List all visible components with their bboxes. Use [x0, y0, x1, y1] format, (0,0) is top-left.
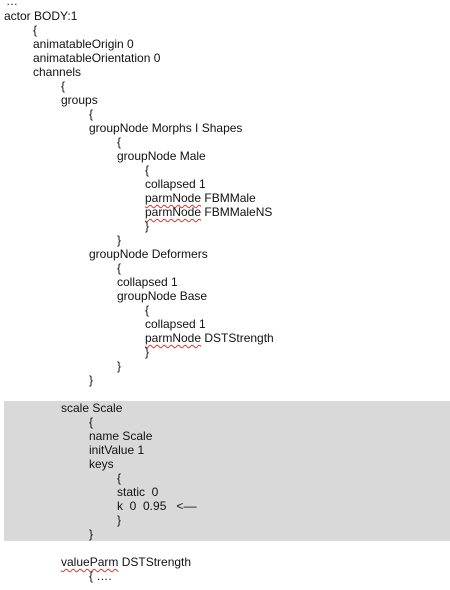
line-text: }: [145, 345, 150, 359]
line-text: name Scale: [89, 429, 153, 443]
line-text: {: [33, 23, 38, 37]
spell-flagged-word: parmNode: [145, 205, 202, 219]
line-text: collapsed 1: [117, 275, 178, 289]
code-line: groups: [61, 93, 98, 107]
code-line: animatableOrientation 0: [33, 51, 160, 65]
line-text: collapsed 1: [145, 177, 206, 191]
code-line: parmNode DSTStrength: [145, 331, 274, 345]
line-text: }: [117, 233, 122, 247]
code-line: static 0: [117, 485, 158, 499]
line-text: {: [61, 79, 66, 93]
code-line: { ….: [89, 569, 112, 583]
code-line: collapsed 1: [145, 177, 206, 191]
spell-flagged-word: parmNode: [145, 331, 202, 345]
code-line: initValue 1: [89, 443, 144, 457]
code-line: scale Scale: [61, 401, 122, 415]
line-text: {: [145, 163, 150, 177]
line-text: …: [6, 0, 18, 8]
spell-flagged-word: parmNode: [145, 191, 202, 205]
line-text: {: [89, 415, 94, 429]
code-line: {: [145, 303, 149, 317]
code-line: name Scale: [89, 429, 152, 443]
line-text: groupNode Morphs I Shapes: [89, 121, 243, 135]
line-text: FBMMale: [201, 191, 256, 205]
line-text: {: [89, 107, 94, 121]
code-line: }: [117, 513, 121, 527]
code-line: {: [117, 471, 121, 485]
line-text: keys: [89, 457, 114, 471]
line-text: animatableOrigin 0: [33, 37, 134, 51]
line-text: channels: [33, 65, 82, 79]
line-text: groupNode Deformers: [89, 247, 208, 261]
line-text: {: [117, 471, 122, 485]
code-line: actor BODY:1: [4, 9, 77, 23]
line-text: k 0 0.95 <––: [117, 499, 197, 513]
code-line: groupNode Male: [117, 149, 206, 163]
code-line: {: [89, 415, 93, 429]
line-text: {: [117, 135, 122, 149]
code-line: {: [117, 261, 121, 275]
line-text: groupNode Male: [117, 149, 206, 163]
line-text: scale Scale: [61, 401, 123, 415]
line-text: actor BODY:1: [4, 9, 78, 23]
code-line: groupNode Base: [117, 289, 207, 303]
code-line: {: [33, 23, 37, 37]
code-line: }: [117, 233, 121, 247]
code-line: {: [117, 135, 121, 149]
code-line: }: [89, 527, 93, 541]
code-line: k 0 0.95 <––: [117, 499, 197, 513]
line-text: groups: [61, 93, 98, 107]
line-text: groupNode Base: [117, 289, 208, 303]
code-line: animatableOrigin 0: [33, 37, 134, 51]
code-line: parmNode FBMMale: [145, 191, 256, 205]
code-line: valueParm DSTStrength: [61, 555, 191, 569]
line-text: }: [117, 359, 122, 373]
code-line: {: [89, 107, 93, 121]
line-text: FBMMaleNS: [201, 205, 273, 219]
code-line: collapsed 1: [117, 275, 178, 289]
code-line: {: [61, 79, 65, 93]
code-line: }: [145, 345, 149, 359]
line-text: }: [89, 527, 94, 541]
code-line: }: [89, 373, 93, 387]
line-text: initValue 1: [89, 443, 145, 457]
spell-flagged-word: valueParm: [61, 555, 119, 569]
line-text: {: [145, 303, 150, 317]
line-text: }: [117, 513, 122, 527]
code-line: {: [145, 163, 149, 177]
line-text: {: [117, 261, 122, 275]
line-text: { ….: [89, 569, 112, 583]
line-text: collapsed 1: [145, 317, 206, 331]
line-text: animatableOrientation 0: [33, 51, 161, 65]
code-line: }: [145, 219, 149, 233]
line-text: }: [145, 219, 150, 233]
line-text: DSTStrength: [201, 331, 274, 345]
code-line: collapsed 1: [145, 317, 206, 331]
code-line: parmNode FBMMaleNS: [145, 205, 272, 219]
highlighted-block: [4, 401, 450, 541]
code-line: groupNode Morphs I Shapes: [89, 121, 242, 135]
line-text: DSTStrength: [118, 555, 192, 569]
code-line: keys: [89, 457, 114, 471]
code-line: groupNode Deformers: [89, 247, 208, 261]
code-line: }: [117, 359, 121, 373]
line-text: static 0: [117, 485, 159, 499]
ellipsis-line: …: [6, 0, 18, 8]
code-line: channels: [33, 65, 81, 79]
line-text: }: [89, 373, 94, 387]
